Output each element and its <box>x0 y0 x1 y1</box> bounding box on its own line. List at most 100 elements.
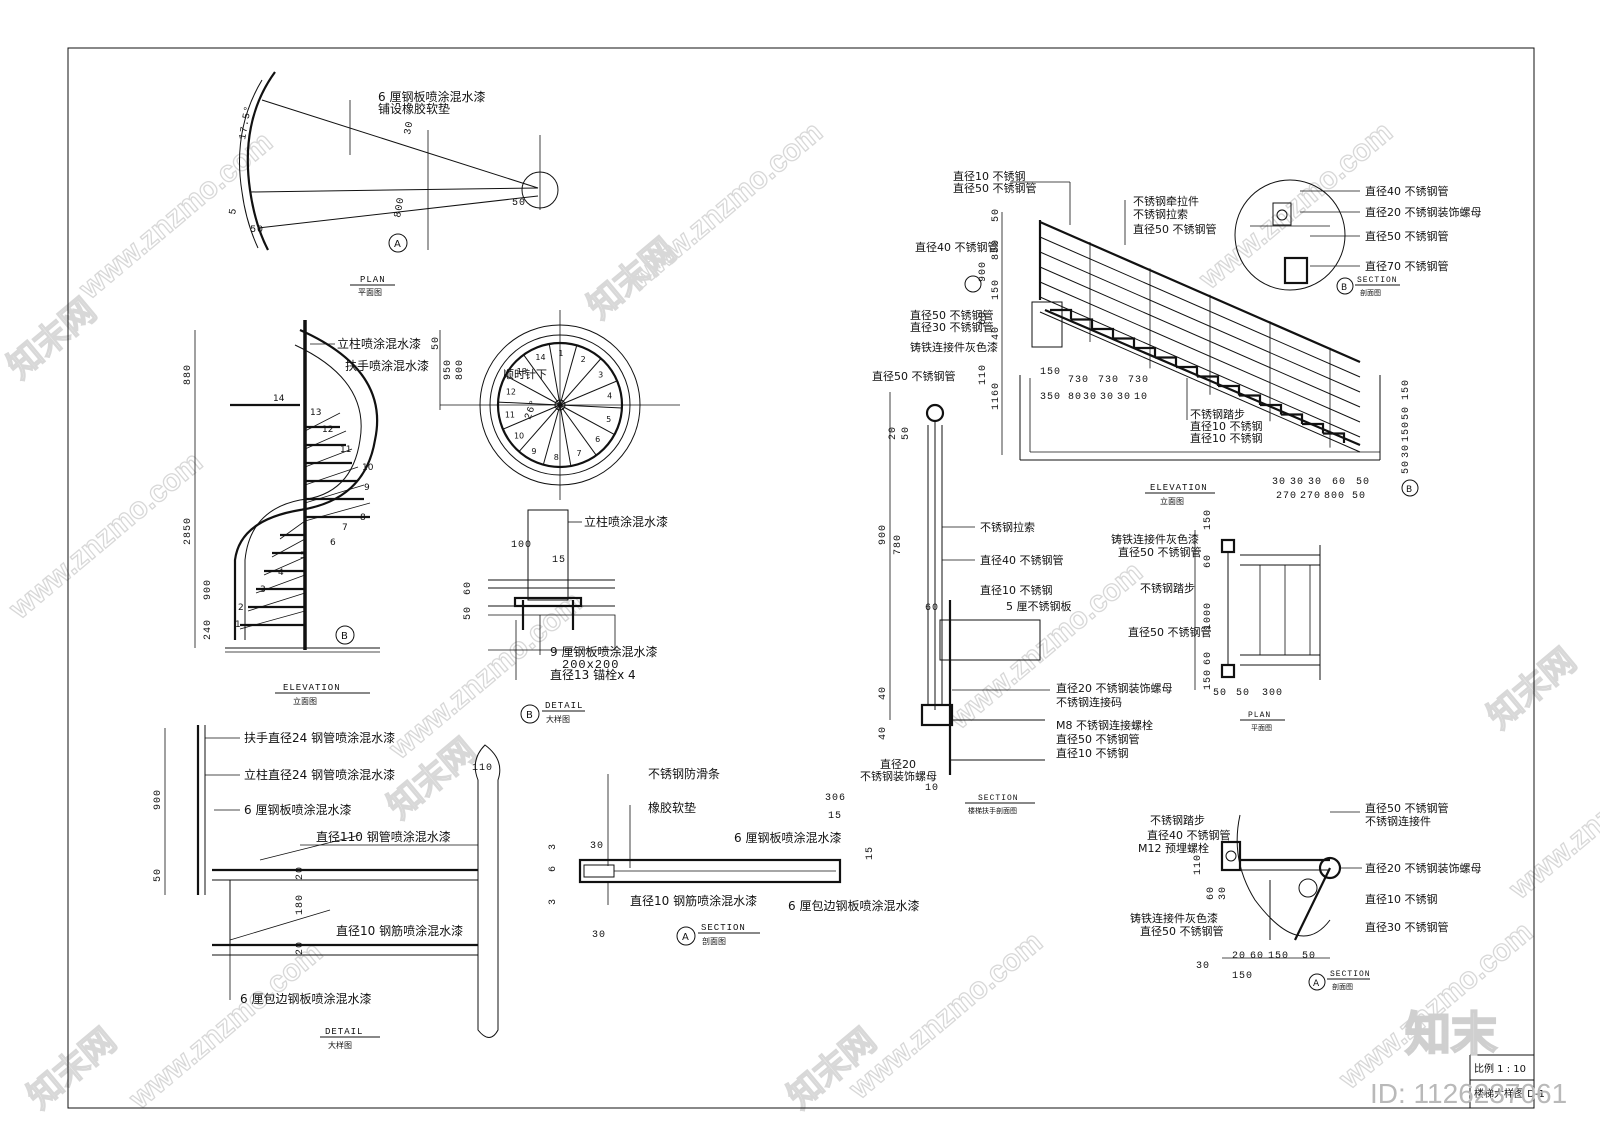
svg-text:直径10 不锈钢: 直径10 不锈钢 <box>1365 892 1438 906</box>
handrail-cable <box>1039 311 1361 453</box>
svg-text:1160: 1160 <box>991 382 1002 410</box>
svg-text:直径30 不锈钢管: 直径30 不锈钢管 <box>910 320 994 334</box>
stair-step <box>1176 365 1199 377</box>
step-number: 12 <box>322 425 333 435</box>
svg-text:850: 850 <box>991 239 1002 260</box>
step-number: 2 <box>238 603 244 613</box>
svg-text:扶手直径24 钢管喷涂混水漆: 扶手直径24 钢管喷涂混水漆 <box>244 730 395 745</box>
svg-text:30: 30 <box>1100 392 1114 403</box>
view-subtitle: 剖面图 <box>1332 982 1353 991</box>
image-id-label: ID: 1126237061 <box>1370 1078 1567 1109</box>
center-pipe <box>474 744 501 1038</box>
radial-tread-line <box>548 343 561 406</box>
svg-text:30: 30 <box>590 841 604 852</box>
svg-text:直径20 不锈钢装饰螺母: 直径20 不锈钢装饰螺母 <box>1056 681 1173 695</box>
connector-block <box>1220 840 1242 872</box>
tread-number: 13 <box>517 367 527 376</box>
watermark-site: www.znzmo.com <box>1503 725 1600 906</box>
tread-number: 9 <box>531 447 536 456</box>
brand-overlay: 知末 ID: 1126237061 <box>1370 1007 1567 1109</box>
svg-text:350: 350 <box>1040 392 1061 403</box>
svg-text:60: 60 <box>925 603 939 614</box>
svg-text:1000: 1000 <box>1203 602 1214 630</box>
tread-number: 5 <box>606 415 611 424</box>
svg-text:150: 150 <box>1401 379 1412 400</box>
radial-tread-line <box>559 404 572 467</box>
radial-tread-line <box>559 380 618 406</box>
spiral-step-brace <box>263 556 306 576</box>
svg-text:30: 30 <box>1290 477 1304 488</box>
radial-tread-line <box>559 358 602 406</box>
svg-text:30: 30 <box>403 120 416 136</box>
svg-text:立柱喷涂混水漆: 立柱喷涂混水漆 <box>584 514 668 529</box>
tread-number: 4 <box>607 392 612 401</box>
svg-text:直径50 不锈钢管: 直径50 不锈钢管 <box>1056 732 1140 746</box>
svg-text:300: 300 <box>1262 688 1283 699</box>
svg-text:铸铁连接件灰色漆: 铸铁连接件灰色漆 <box>1130 911 1218 925</box>
svg-text:150: 150 <box>1401 421 1412 442</box>
svg-text:不锈钢踏步: 不锈钢踏步 <box>1190 407 1245 421</box>
svg-text:100: 100 <box>511 540 532 551</box>
svg-text:30: 30 <box>1272 477 1286 488</box>
stair-step <box>1260 403 1283 415</box>
anti-slip-strip <box>583 864 615 878</box>
tread-number: 11 <box>505 410 515 419</box>
svg-text:30: 30 <box>1218 886 1229 900</box>
svg-text:730: 730 <box>1098 375 1119 386</box>
section-marker-a <box>964 275 982 293</box>
svg-text:800: 800 <box>455 359 466 380</box>
svg-text:直径50 不锈钢管: 直径50 不锈钢管 <box>953 181 1037 195</box>
view-title: ELEVATION <box>1150 483 1208 493</box>
svg-text:直径50 不锈钢管: 直径50 不锈钢管 <box>1118 545 1202 559</box>
svg-text:40: 40 <box>878 686 889 700</box>
svg-text:50: 50 <box>1236 688 1250 699</box>
view-title: SECTION <box>1330 970 1371 979</box>
stair-step-group <box>1050 308 1346 443</box>
detail-circle <box>1236 814 1331 937</box>
radial-tread-line <box>542 404 561 465</box>
svg-text:直径30 不锈钢管: 直径30 不锈钢管 <box>1365 920 1449 934</box>
tread-number: 6 <box>595 435 600 444</box>
view-subtitle: 楼梯扶手剖面图 <box>968 806 1017 815</box>
stair-step <box>1134 346 1157 358</box>
straight-elevation-view: 直径10 不锈钢 直径50 不锈钢管 直径40 不锈钢管 直径50 不锈钢管 直… <box>910 169 1419 506</box>
svg-text:直径40 不锈钢管: 直径40 不锈钢管 <box>1365 184 1449 198</box>
svg-text:直径40 不锈钢管: 直径40 不锈钢管 <box>980 553 1064 567</box>
svg-text:B: B <box>341 631 348 642</box>
step-number: 3 <box>260 585 266 595</box>
svg-text:3: 3 <box>548 843 559 850</box>
svg-text:270: 270 <box>1276 491 1297 502</box>
svg-text:2850: 2850 <box>183 517 194 545</box>
spiral-step-brace <box>271 538 306 558</box>
svg-text:180: 180 <box>295 894 306 915</box>
svg-text:30: 30 <box>1196 961 1210 972</box>
note-line-1: 6 厘钢板喷涂混水漆 <box>378 89 485 104</box>
stair-step <box>1071 318 1094 329</box>
spiral-step-brace <box>304 502 371 522</box>
spiral-step-brace <box>247 592 306 612</box>
step-number: 10 <box>362 463 374 473</box>
svg-text:730: 730 <box>1068 375 1089 386</box>
svg-text:15: 15 <box>828 811 842 822</box>
radial-tread-line <box>559 345 578 406</box>
svg-text:900: 900 <box>153 789 164 810</box>
stair-step <box>1302 422 1325 434</box>
view-title: PLAN <box>1248 711 1271 720</box>
svg-text:5: 5 <box>228 207 240 216</box>
connector <box>920 703 954 727</box>
detail-b-view: 立柱喷涂混水漆 9 厘钢板喷涂混水漆 200x200 直径13 锚栓x 4 10… <box>463 509 668 724</box>
svg-text:50: 50 <box>431 336 442 350</box>
stair-step <box>1197 375 1220 386</box>
support-strut <box>1294 867 1331 941</box>
svg-text:直径13 锚栓x 4: 直径13 锚栓x 4 <box>550 667 636 682</box>
watermark-brand: 知末网 <box>1481 641 1584 736</box>
svg-text:730: 730 <box>1128 375 1149 386</box>
step-number: 1 <box>235 620 241 630</box>
section-a-right-view: 不锈钢踏步 直径40 不锈钢管 M12 预埋螺栓 铸铁连接件灰色漆 直径50 不… <box>1130 801 1482 991</box>
svg-text:150: 150 <box>1040 367 1061 378</box>
section-b-small-view: 直径40 不锈钢管 直径20 不锈钢装饰螺母 直径50 不锈钢管 直径70 不锈… <box>1234 179 1482 297</box>
step-number: 13 <box>310 408 321 418</box>
svg-text:10: 10 <box>925 783 939 794</box>
